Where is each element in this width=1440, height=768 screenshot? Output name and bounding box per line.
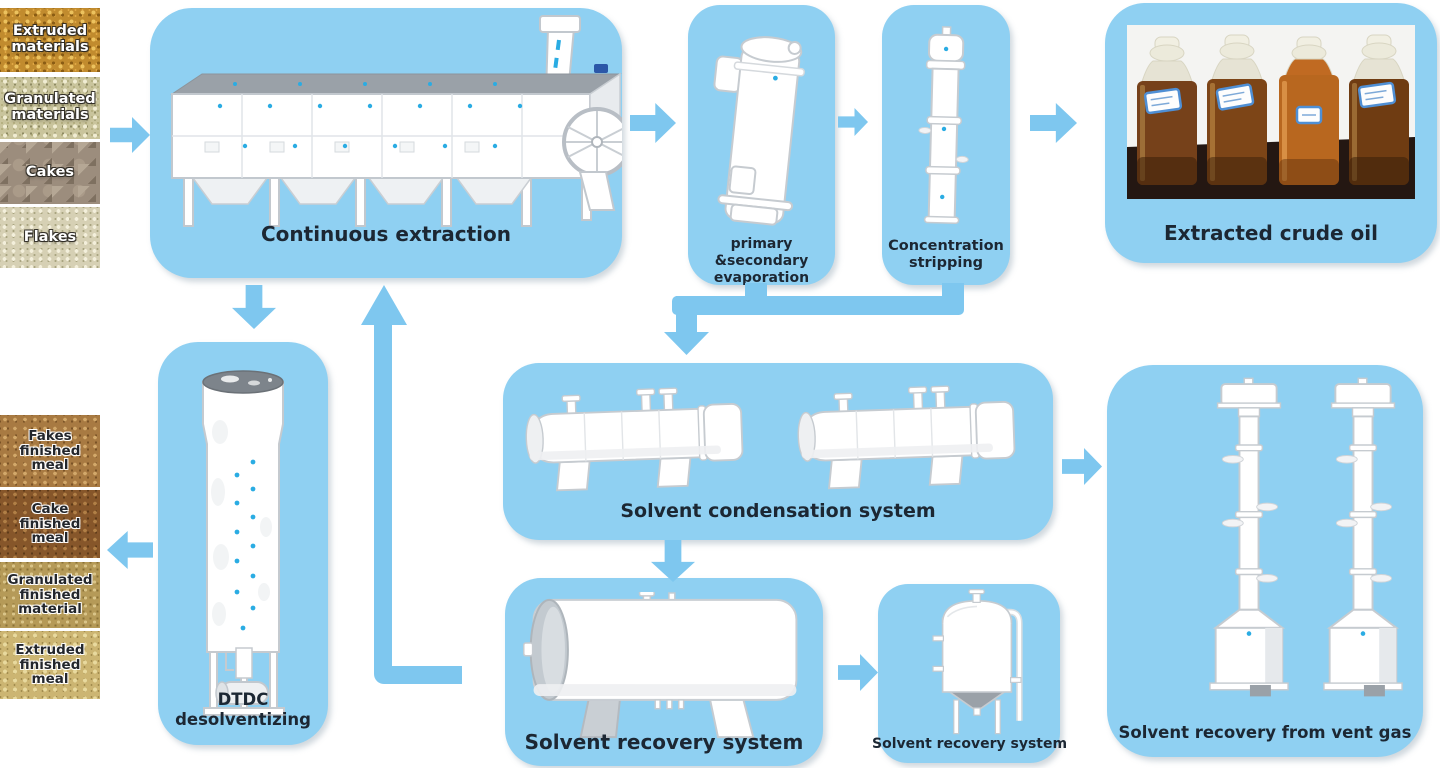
photo-extruded-materials: Extruded materials (0, 8, 100, 72)
photo-label: Fakes finished meal (19, 428, 81, 474)
arrow-recovery-to-aux-icon (838, 654, 878, 691)
panel-label-extracted-crude-oil: Extracted crude oil (1164, 221, 1378, 245)
panel-continuous-extraction: Continuous extraction (150, 8, 622, 278)
condenser-illustration-right (797, 385, 1016, 490)
photo-label: Cake finished meal (19, 501, 81, 547)
connector-down-shaft (676, 296, 697, 334)
arrow-condensation-to-recovery-icon (651, 540, 695, 582)
panel-label-condensation: Solvent condensation system (620, 500, 936, 522)
arrow-stripping-to-crude-oil-icon (1030, 103, 1077, 143)
photo-label: Cakes (25, 164, 75, 181)
dtdc-vessel-illustration (202, 370, 285, 716)
panel-extracted-crude-oil: Extracted crude oil (1105, 3, 1437, 263)
photo-label: Extruded materials (11, 23, 89, 55)
photo-flakes: Flakes (0, 207, 100, 268)
photo-cakes: Cakes (0, 142, 100, 204)
panel-label-vent-gas: Solvent recovery from vent gas (1118, 723, 1412, 742)
photo-label: Granulated finished material (7, 572, 93, 618)
arrow-solvent-return-head-icon (361, 285, 407, 325)
photo-label: Extruded finished meal (15, 642, 85, 688)
photo-extruded-finished-meal: Extruded finished meal (0, 631, 100, 699)
vent-gas-column-illustration-left (1209, 377, 1289, 697)
recovery-tank-illustration (523, 592, 798, 739)
crude-oil-bottles-photo (1127, 25, 1415, 199)
photo-label: Granulated materials (4, 91, 96, 123)
recovery-vessel-illustration (932, 589, 1023, 735)
photo-granulated-materials: Granulated materials (0, 77, 100, 139)
panel-evaporation: primary &secondary evaporation (688, 5, 835, 286)
panel-label-recovery-main: Solvent recovery system (524, 730, 804, 754)
panel-label-dtdc: DTDC desolventizing (175, 690, 311, 729)
arrow-extraction-to-dtdc-icon (232, 285, 276, 329)
panel-vent-gas-recovery: Solvent recovery from vent gas (1107, 365, 1423, 757)
photo-granulated-finished-material: Granulated finished material (0, 562, 100, 628)
arrow-extraction-to-evaporation-icon (630, 103, 676, 143)
arrow-inputs-to-extraction-icon (110, 117, 150, 153)
evaporator-illustration (713, 36, 805, 226)
panel-stripping: Concentration stripping (882, 5, 1010, 285)
arrow-dtdc-to-outputs-icon (107, 531, 153, 569)
connector-solvent-return-shaft (374, 322, 392, 674)
panel-dtdc: DTDC desolventizing (158, 342, 328, 745)
panel-label-recovery-aux: Solvent recovery system (872, 736, 1068, 752)
panel-solvent-recovery-main: Solvent recovery system (505, 578, 823, 766)
connector-solvent-return-elbow (374, 666, 462, 684)
stripping-column-illustration (918, 26, 969, 225)
condenser-illustration-left (525, 387, 744, 492)
photo-cake-finished-meal: Cake finished meal (0, 490, 100, 558)
panel-label-continuous-extraction: Continuous extraction (260, 222, 512, 246)
extractor-illustration (170, 15, 622, 227)
arrow-bar-to-condensation-icon (664, 332, 709, 355)
panel-solvent-condensation: Solvent condensation system (503, 363, 1053, 540)
photo-label: Flakes (23, 228, 77, 245)
vent-gas-column-illustration-right (1323, 377, 1403, 697)
panel-label-stripping: Concentration stripping (888, 238, 1004, 272)
arrow-evaporation-to-stripping-icon (838, 108, 868, 136)
photo-fakes-finished-meal: Fakes finished meal (0, 415, 100, 487)
panel-solvent-recovery-aux: Solvent recovery system (872, 584, 1067, 763)
panel-label-evaporation: primary &secondary evaporation (713, 236, 810, 286)
connector-horizontal-bar (672, 296, 964, 315)
arrow-condensation-to-vent-gas-icon (1062, 448, 1102, 485)
